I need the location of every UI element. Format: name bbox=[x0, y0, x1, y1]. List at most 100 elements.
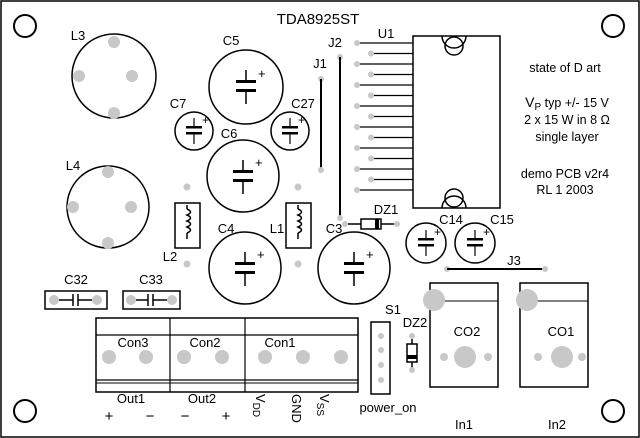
u1-pin-pad bbox=[354, 124, 360, 130]
svg-text:+: + bbox=[366, 247, 374, 262]
l1-label: L1 bbox=[270, 221, 284, 236]
u1-pin-pad bbox=[368, 92, 374, 99]
c6-label: C6 bbox=[221, 126, 238, 141]
s1-label: S1 bbox=[385, 302, 401, 317]
capacitor-c32: C32 bbox=[44, 272, 108, 310]
inductor-l1: L1 bbox=[270, 183, 312, 268]
gnd-label: GND bbox=[289, 394, 304, 423]
capacitor-c15: C15 + bbox=[454, 212, 514, 264]
note-line-6: RL 1 2003 bbox=[536, 183, 593, 197]
dz2-label: DZ2 bbox=[403, 315, 428, 330]
svg-text:+: + bbox=[257, 247, 265, 262]
out2-label: Out2 bbox=[188, 391, 216, 406]
c32-label: C32 bbox=[64, 272, 88, 287]
u1-pin-pad bbox=[368, 134, 374, 141]
j3-label: J3 bbox=[507, 253, 521, 268]
svg-text:+: + bbox=[258, 66, 266, 81]
capacitor-c4: C4 + bbox=[208, 221, 282, 305]
co2-label: CO2 bbox=[454, 324, 481, 339]
jack-co2: CO2 In1 bbox=[423, 282, 499, 432]
switch-s1: S1 power_on bbox=[359, 302, 416, 415]
capacitor-c14: C14 + bbox=[405, 212, 463, 264]
l3-label: L3 bbox=[71, 28, 85, 43]
out2-plus: + bbox=[222, 408, 231, 425]
co1-label: CO1 bbox=[548, 324, 575, 339]
terminal-block: Con3 Con2 Con1 bbox=[95, 317, 359, 393]
diode-dz2: DZ2 bbox=[403, 315, 428, 373]
capacitor-c6: C6 + bbox=[206, 126, 280, 213]
svg-text:+: + bbox=[434, 225, 441, 239]
con1-label: Con1 bbox=[264, 335, 295, 350]
svg-text:+: + bbox=[255, 155, 263, 170]
mounting-hole bbox=[601, 14, 625, 38]
capacitor-c5: C5 + bbox=[208, 33, 284, 125]
in2-label: In2 bbox=[548, 417, 566, 432]
mounting-hole bbox=[601, 399, 625, 423]
u1-pin-pad bbox=[368, 176, 374, 183]
u1-pin-pad bbox=[368, 155, 374, 162]
note-line-5: demo PCB v2r4 bbox=[521, 167, 609, 181]
mounting-hole bbox=[13, 399, 37, 423]
jack-co1: CO1 In2 bbox=[516, 282, 589, 432]
jumper-j1: J1 bbox=[313, 56, 327, 173]
c14-label: C14 bbox=[439, 212, 463, 227]
vdd-label: VDD bbox=[250, 394, 268, 417]
capacitor-c33: C33 bbox=[122, 272, 181, 310]
c4-label: C4 bbox=[218, 221, 235, 236]
u1-label: U1 bbox=[378, 26, 395, 41]
j2-label: J2 bbox=[328, 35, 342, 50]
out1-minus: − bbox=[146, 408, 155, 425]
note-line-1: state of D art bbox=[529, 61, 601, 75]
terminal-labels: Out1 Out2 + − − + VDD GND VSS bbox=[105, 391, 332, 425]
u1-pin-pad bbox=[368, 71, 374, 78]
l2-label: L2 bbox=[163, 249, 177, 264]
con3-label: Con3 bbox=[117, 335, 148, 350]
ic-u1: U1 bbox=[354, 26, 501, 209]
inductor-l3: L3 bbox=[71, 28, 157, 119]
jumper-j3: J3 bbox=[444, 253, 548, 272]
mounting-hole bbox=[13, 14, 37, 38]
vss-label: VSS bbox=[314, 394, 332, 416]
c27-label: C27 bbox=[291, 96, 315, 111]
j1-label: J1 bbox=[313, 56, 327, 71]
c7-label: C7 bbox=[170, 96, 187, 111]
in1-label: In1 bbox=[455, 417, 473, 432]
dz1-label: DZ1 bbox=[374, 202, 399, 217]
out1-plus: + bbox=[105, 408, 114, 425]
jumper-j2: J2 bbox=[328, 35, 343, 221]
svg-text:+: + bbox=[483, 225, 490, 239]
capacitor-c27: C27 + bbox=[270, 96, 315, 151]
board-title: TDA8925ST bbox=[277, 11, 360, 28]
u1-pin-pad bbox=[368, 113, 374, 120]
u1-pins bbox=[354, 40, 413, 193]
u1-pin-pad bbox=[354, 187, 360, 193]
note-line-4: single layer bbox=[535, 130, 598, 144]
board-notes: state of D art VP typ +/- 15 V 2 x 15 W … bbox=[521, 61, 610, 197]
inductor-l4: L4 bbox=[66, 158, 150, 249]
u1-pin-pad bbox=[354, 145, 360, 151]
svg-text:+: + bbox=[298, 113, 305, 127]
out2-minus: − bbox=[181, 408, 190, 425]
note-line-2: VP typ +/- 15 V bbox=[525, 94, 609, 113]
mounting-holes bbox=[13, 14, 625, 423]
c33-label: C33 bbox=[139, 272, 163, 287]
diode-dz1: DZ1 bbox=[342, 202, 400, 230]
capacitor-c3: C3 + bbox=[317, 221, 391, 305]
capacitor-c7: C7 + bbox=[170, 96, 214, 151]
u1-pin-pad bbox=[354, 103, 360, 109]
con2-label: Con2 bbox=[189, 335, 220, 350]
c5-label: C5 bbox=[223, 33, 240, 48]
note-line-3: 2 x 15 W in 8 Ω bbox=[524, 113, 610, 127]
c3-label: C3 bbox=[326, 221, 343, 236]
u1-pin-pad bbox=[354, 82, 360, 88]
l4-label: L4 bbox=[66, 158, 80, 173]
u1-pin-pad bbox=[354, 166, 360, 172]
out1-label: Out1 bbox=[117, 391, 145, 406]
c15-label: C15 bbox=[490, 212, 514, 227]
svg-text:+: + bbox=[202, 113, 209, 127]
u1-pin-pad bbox=[368, 50, 374, 57]
u1-pin-pad bbox=[354, 61, 360, 67]
u1-pin-pad bbox=[354, 40, 360, 46]
